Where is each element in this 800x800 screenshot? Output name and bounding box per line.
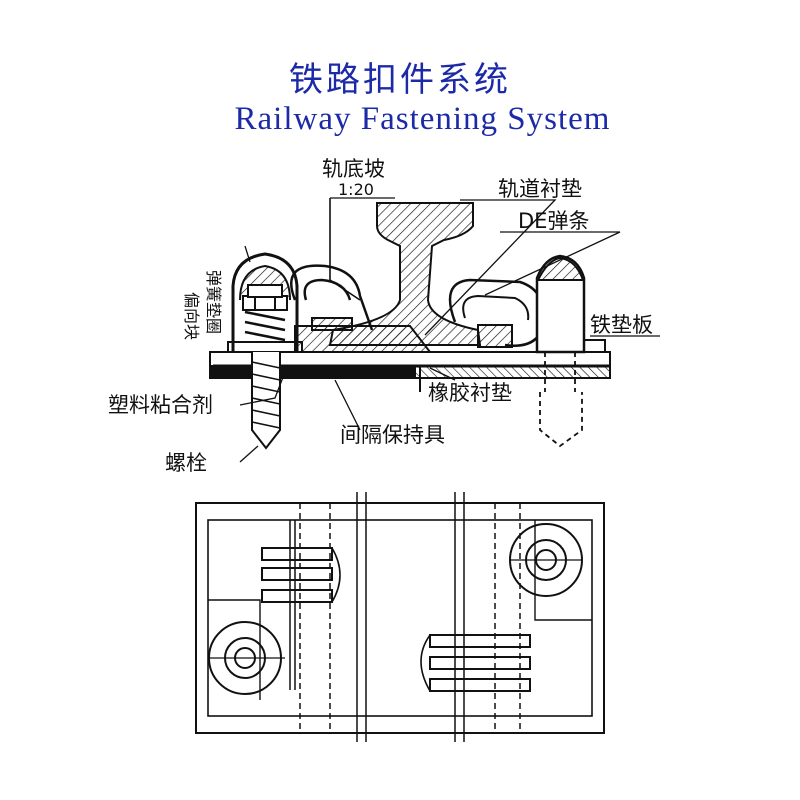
left-clip-shape — [290, 264, 374, 331]
section-view — [209, 197, 660, 463]
label-spring-washer: 弹簧垫圈 — [204, 270, 223, 334]
leader-lines — [239, 197, 660, 463]
left-bolt-plan — [208, 621, 285, 695]
right-bolt-plan — [509, 523, 583, 597]
label-rail-base-slope: 轨底坡 — [322, 157, 385, 181]
title-chinese: 铁路扣件系统 — [289, 60, 511, 100]
label-insulator-block: 偏向块 — [182, 292, 201, 340]
right-bolt-assembly — [535, 254, 606, 448]
label-rubber-pad: 橡胶衬垫 — [428, 381, 512, 405]
title-english: Railway Fastening System — [234, 101, 611, 137]
label-slope-ratio: 1:20 — [338, 180, 374, 199]
rail-base-slope-shape — [329, 198, 361, 301]
label-spacer-holder: 间隔保持具 — [340, 423, 445, 447]
plan-view — [195, 492, 605, 742]
label-de-clip: DE弹条 — [518, 209, 589, 233]
label-plastic-adhesive: 塑料粘合剂 — [108, 393, 213, 417]
label-base-plate: 铁垫板 — [590, 313, 653, 337]
label-track-pad: 轨道衬垫 — [498, 177, 582, 201]
label-bolt: 螺栓 — [165, 451, 207, 475]
rubber-pad-shape — [209, 367, 416, 378]
